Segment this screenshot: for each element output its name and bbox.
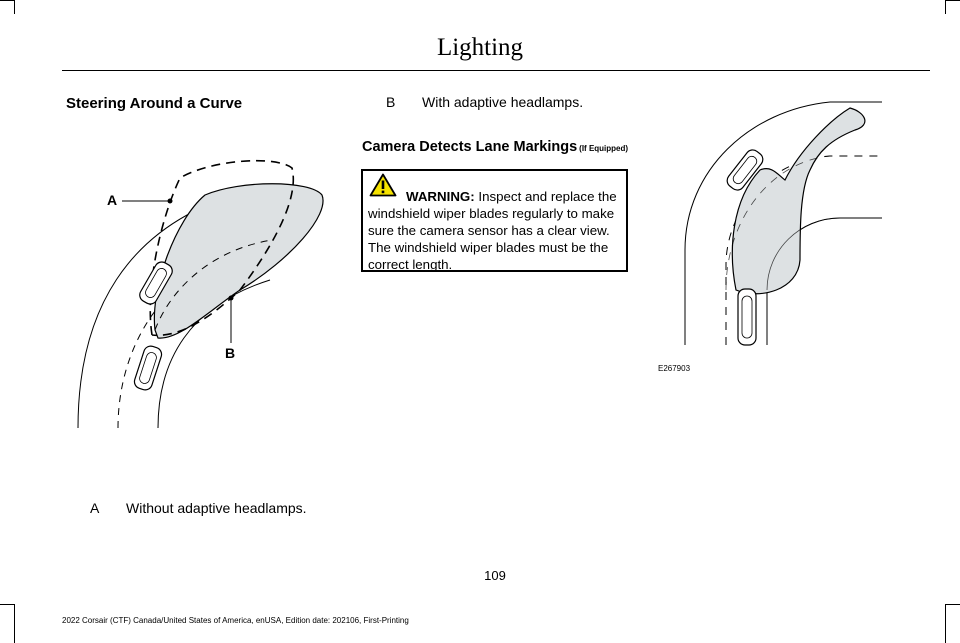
- header-rule: [62, 70, 930, 71]
- legend-item-b: B With adaptive headlamps.: [386, 94, 583, 110]
- vehicle-front: [139, 261, 173, 305]
- crop-mark: [14, 604, 15, 643]
- crop-mark: [945, 604, 946, 643]
- road-outer-edge: [684, 101, 882, 345]
- crop-mark: [946, 604, 960, 605]
- page-number: 109: [484, 568, 506, 583]
- section-heading-camera: Camera Detects Lane Markings(If Equipped…: [362, 139, 628, 155]
- section-heading-steering: Steering Around a Curve: [66, 95, 243, 112]
- figure-id: E267903: [658, 364, 691, 373]
- legend-key: A: [90, 500, 100, 516]
- warning-label: WARNING:: [406, 189, 475, 204]
- warning-box: [361, 169, 628, 272]
- lane-marker-overlay: [725, 155, 831, 291]
- warning-line-2: sure the camera sensor has a clear view.: [368, 223, 610, 238]
- legend-text: With adaptive headlamps.: [422, 94, 584, 110]
- heading-text: Camera Detects Lane Markings: [362, 139, 578, 155]
- road-inner-edge: [157, 279, 271, 429]
- steering-curve-figure: [77, 159, 324, 429]
- page-title: Lighting: [436, 34, 524, 61]
- road-inner-edge-overlay: [766, 217, 841, 291]
- legend-text: Without adaptive headlamps.: [126, 500, 307, 516]
- warning-line: WARNING: Inspect and replace the: [368, 188, 626, 205]
- lane-marking-figure: [684, 101, 882, 346]
- adaptive-beam-area: [153, 183, 324, 339]
- footer-text: 2022 Corsair (CTF) Canada/United States …: [62, 616, 409, 625]
- vehicle-rear: [133, 345, 163, 391]
- crop-mark: [946, 0, 960, 1]
- crop-mark: [14, 0, 15, 14]
- crop-mark: [0, 604, 14, 605]
- warning-text: WARNING: Inspect and replace the windshi…: [368, 188, 626, 273]
- warning-line-3: The windshield wiper blades must be the: [368, 240, 609, 255]
- warning-line-4: correct length.: [368, 257, 453, 272]
- callout-b-label: B: [225, 345, 236, 361]
- legend-key: B: [386, 94, 396, 110]
- warning-triangle-icon: [369, 173, 397, 197]
- camera-beam-area: [731, 107, 866, 295]
- warning-line-0: Inspect and replace the: [478, 189, 617, 204]
- crop-mark: [0, 0, 14, 1]
- callout-b-dot: [228, 295, 234, 301]
- crop-mark: [945, 0, 946, 14]
- heading-suffix: (If Equipped): [579, 144, 629, 153]
- warning-line-1: windshield wiper blades regularly to mak…: [368, 206, 615, 221]
- non-adaptive-beam-outline: [149, 159, 295, 337]
- legend-item-a: A Without adaptive headlamps.: [90, 500, 307, 516]
- callout-a-dot: [167, 198, 173, 204]
- callout-a-label: A: [107, 192, 118, 208]
- vehicle-straight: [737, 288, 757, 346]
- vehicle-curve: [726, 149, 764, 191]
- lane-marker-inner: [154, 239, 273, 331]
